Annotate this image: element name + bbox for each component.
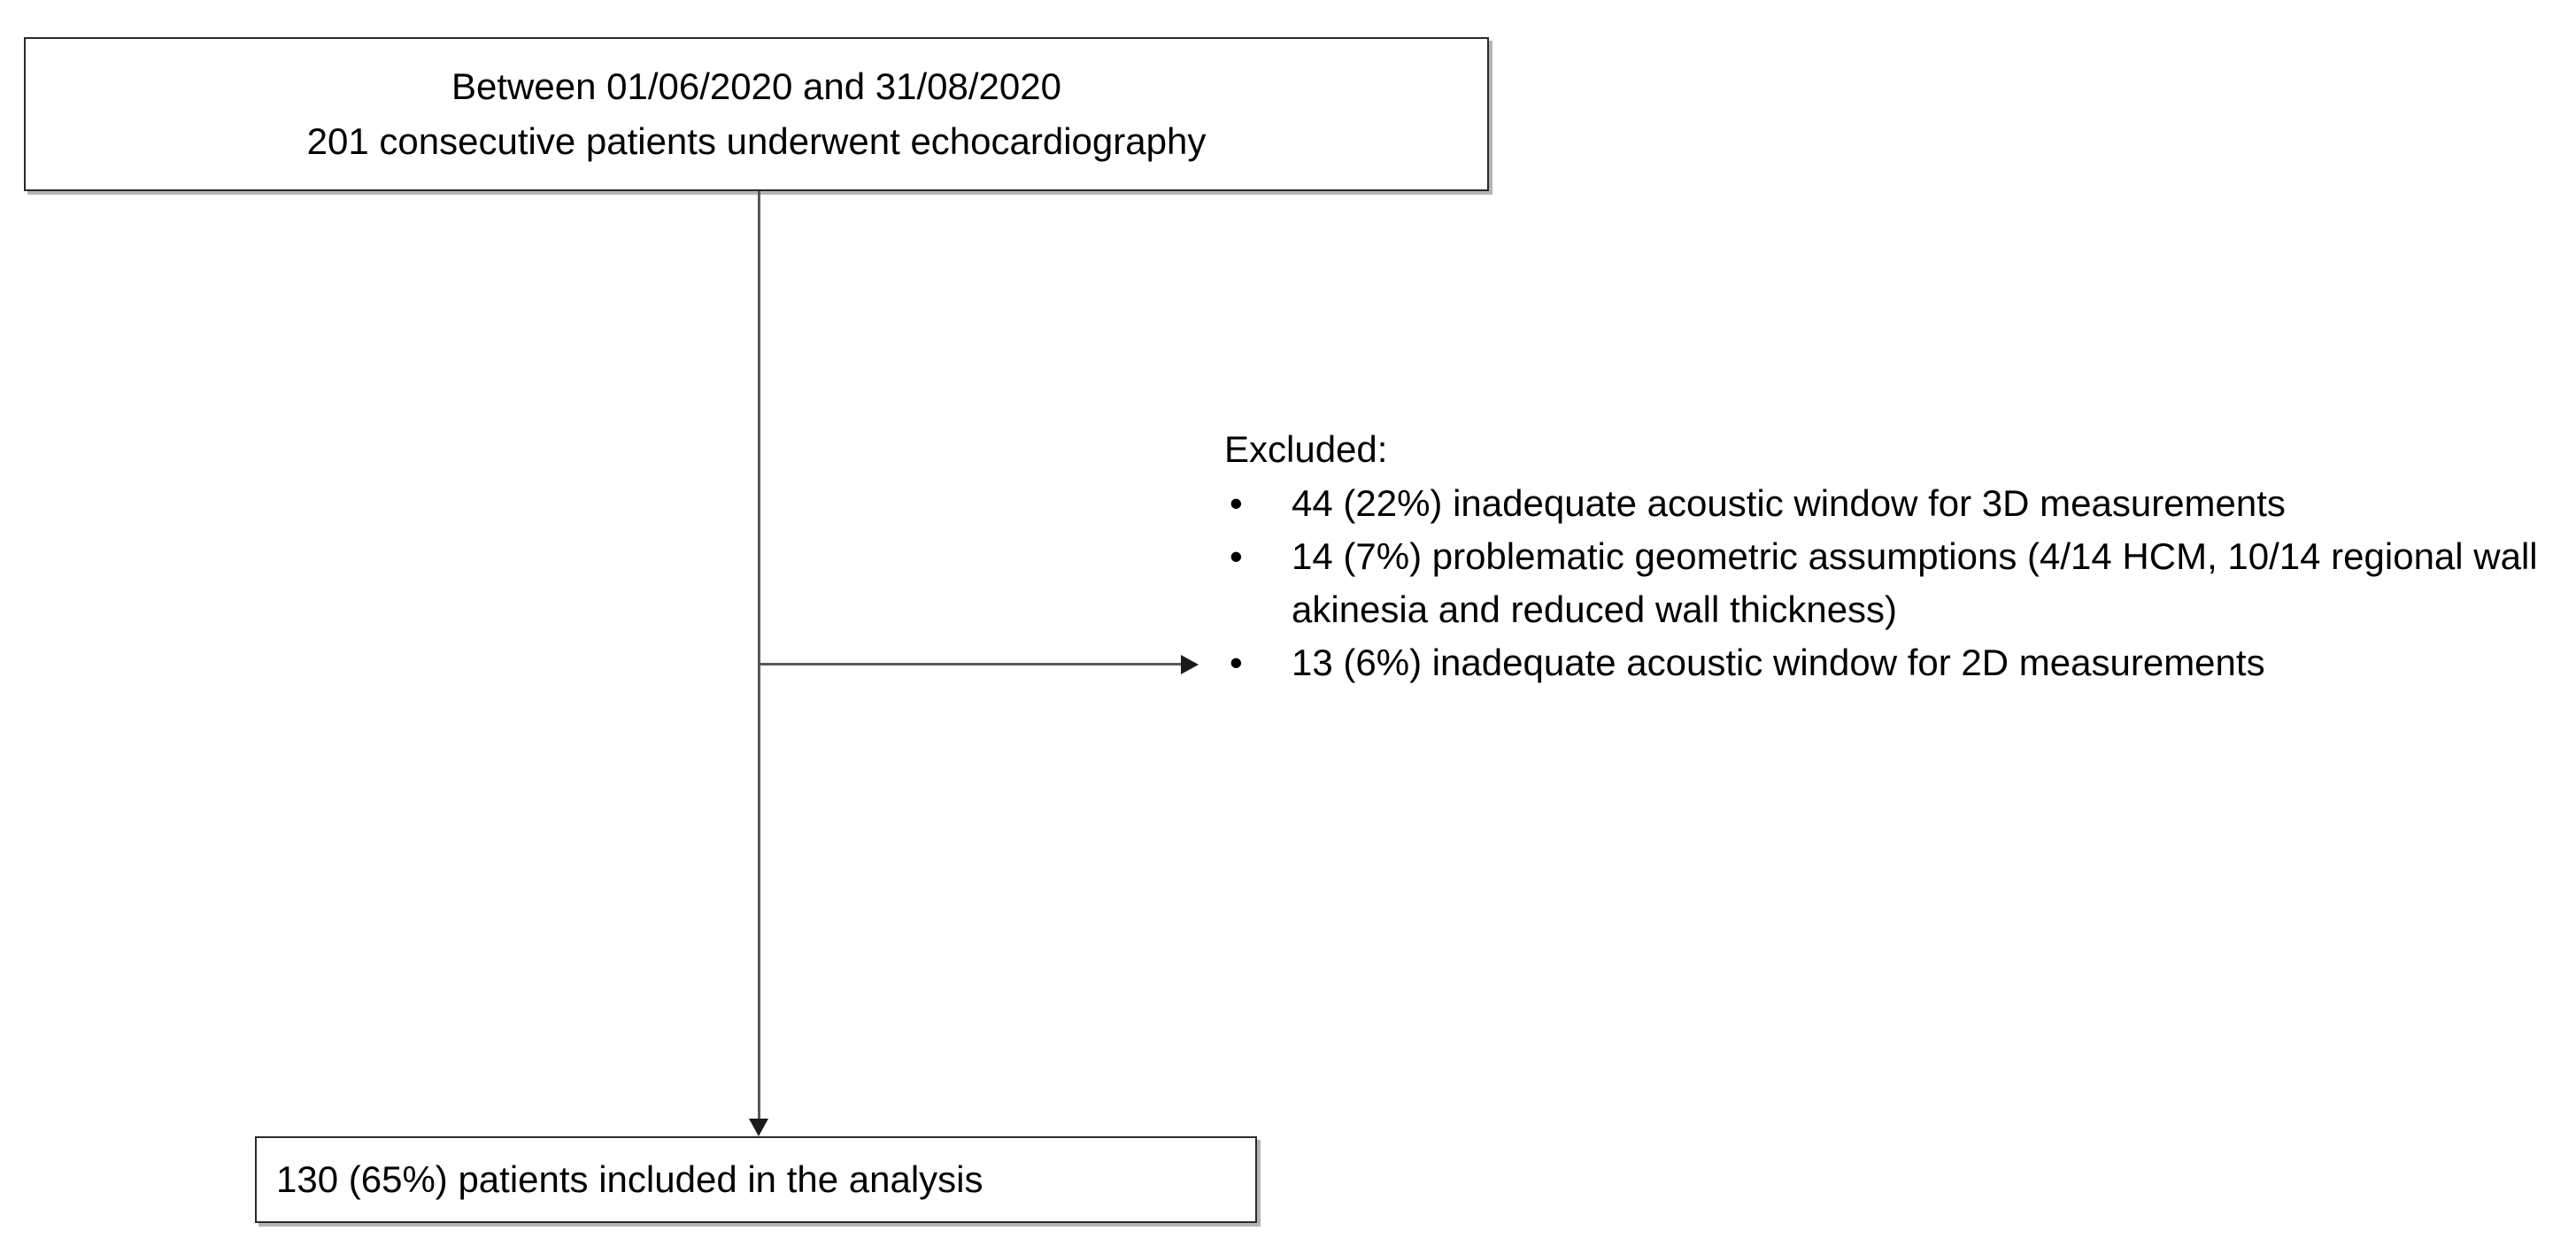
exclusion-reason-1: 44 (22%) inadequate acoustic window for … <box>1292 482 2286 524</box>
bullet-icon: • <box>1230 642 1243 683</box>
exclusion-heading: Excluded: <box>1224 428 1388 470</box>
trunk-connector-line <box>758 191 760 1122</box>
enrollment-box: Between 01/06/2020 and 31/08/2020 201 co… <box>24 37 1489 191</box>
bullet-icon: • <box>1230 482 1243 524</box>
enrollment-box-line-2: 201 consecutive patients underwent echoc… <box>306 120 1207 162</box>
included-box: 130 (65%) patients included in the analy… <box>255 1136 1257 1223</box>
exclusion-branch-line <box>758 663 1181 665</box>
trunk-arrowhead-icon <box>749 1119 768 1136</box>
list-item: • 14 (7%) problematic geometric assumpti… <box>1224 530 2561 636</box>
exclusion-reason-list: • 44 (22%) inadequate acoustic window fo… <box>1224 477 2561 689</box>
list-item: • 44 (22%) inadequate acoustic window fo… <box>1224 477 2561 530</box>
exclusion-reason-2: 14 (7%) problematic geometric assumption… <box>1292 535 2538 630</box>
exclusion-reason-3: 13 (6%) inadequate acoustic window for 2… <box>1292 642 2265 683</box>
exclusion-block: Excluded: • 44 (22%) inadequate acoustic… <box>1224 423 2561 689</box>
exclusion-branch-arrowhead-icon <box>1181 655 1199 674</box>
enrollment-box-line-1: Between 01/06/2020 and 31/08/2020 <box>451 65 1061 107</box>
bullet-icon: • <box>1230 535 1243 577</box>
list-item: • 13 (6%) inadequate acoustic window for… <box>1224 636 2561 689</box>
included-box-text: 130 (65%) patients included in the analy… <box>276 1158 983 1200</box>
